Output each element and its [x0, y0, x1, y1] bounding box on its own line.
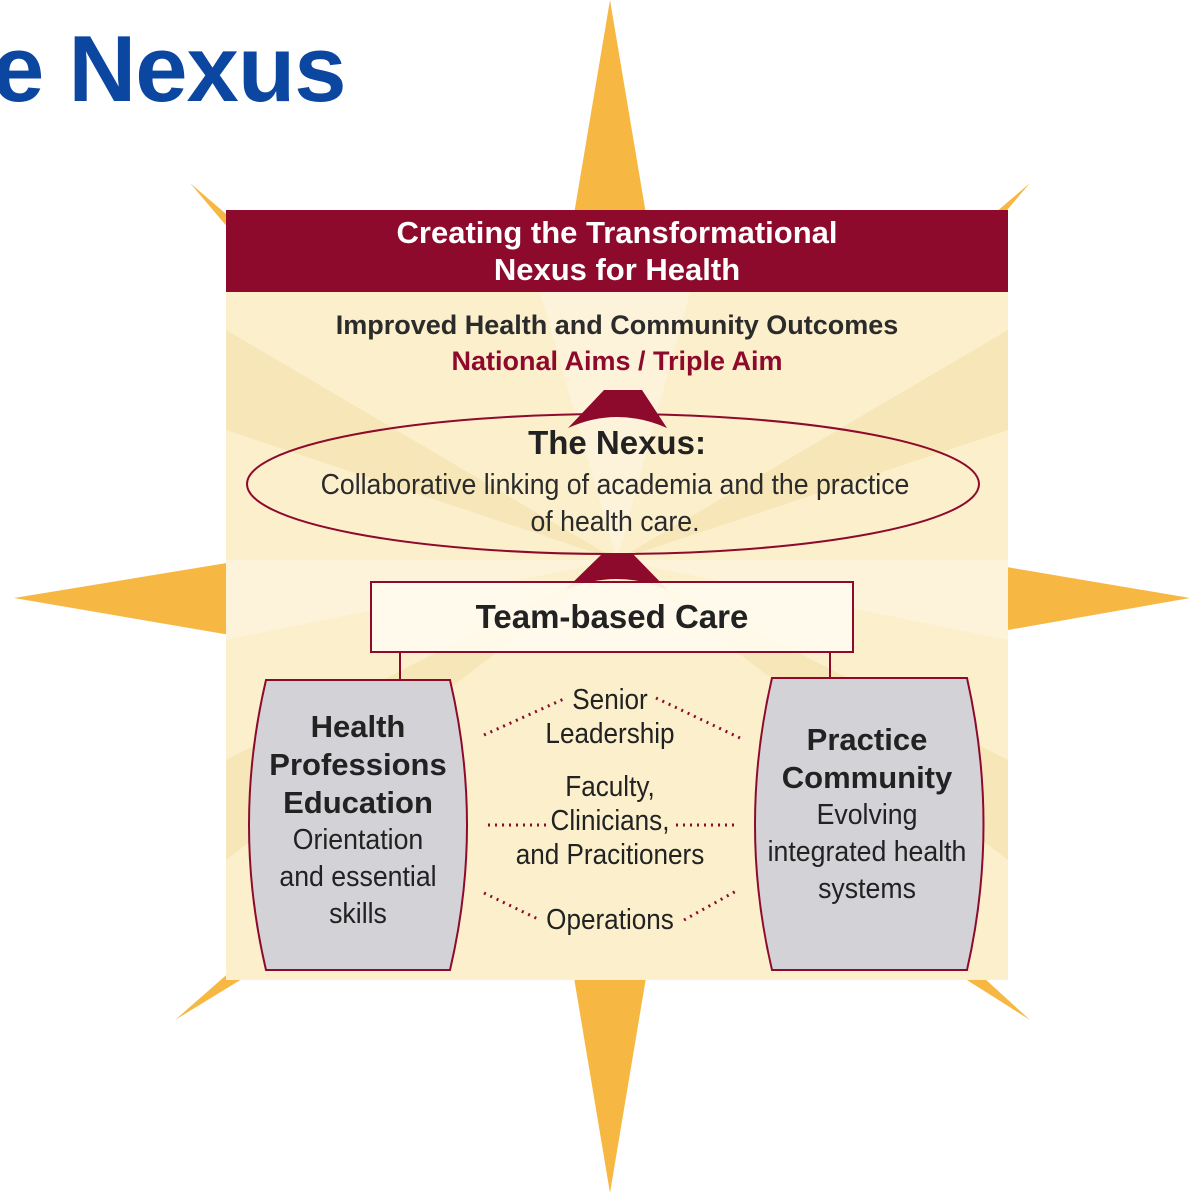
left-pillar-text: Health Professions Education Orientation…	[240, 708, 476, 933]
slide-title: e Nexus	[0, 16, 347, 121]
dotted-links	[483, 696, 741, 922]
right-pillar-text: Practice Community Evolving integrated h…	[744, 721, 990, 908]
right-pillar-title: Community	[781, 760, 953, 795]
nexus-description: Collaborative linking of academia and th…	[316, 467, 914, 541]
right-pillar-desc: Evolving	[816, 799, 918, 831]
nexus-desc-line: Collaborative linking of academia and th…	[320, 469, 910, 501]
link-label-line: Leadership	[545, 718, 675, 750]
left-pillar-title: Education	[283, 785, 433, 820]
outcomes-aims: National Aims / Triple Aim	[451, 346, 783, 376]
right-pillar-title: Practice	[806, 722, 928, 757]
outcomes-heading: Improved Health and Community Outcomes	[335, 310, 899, 340]
link-label-senior-leadership: Senior Leadership	[520, 683, 700, 751]
left-pillar-shape	[248, 679, 468, 971]
link-senior-left	[483, 696, 567, 737]
outcomes-block: Improved Health and Community Outcomes N…	[226, 307, 1008, 379]
arrow-up-icon	[568, 390, 667, 428]
banner-line: Creating the Transformational	[396, 215, 838, 250]
nexus-desc-line: of health care.	[530, 506, 700, 538]
left-pillar-desc: Orientation	[292, 824, 424, 856]
link-senior-right	[655, 696, 741, 740]
right-pillar-desc: integrated health	[767, 836, 967, 868]
nexus-ellipse	[246, 413, 980, 555]
diagram-banner: Creating the Transformational Nexus for …	[226, 210, 1008, 292]
left-pillar-title: Professions	[269, 747, 447, 782]
right-pillar-shape	[754, 677, 985, 971]
left-pillar-desc: skills	[329, 898, 387, 930]
link-label-line: Clinicians,	[550, 805, 670, 837]
link-label-line: and Pracitioners	[515, 839, 705, 871]
link-label-line: Faculty,	[565, 771, 655, 803]
team-based-care-box: Team-based Care	[370, 581, 854, 653]
nexus-heading: The Nexus:	[528, 424, 706, 461]
link-label-line: Senior	[572, 684, 648, 716]
right-pillar-desc: systems	[818, 873, 916, 905]
banner-line: Nexus for Health	[493, 252, 741, 287]
arrow-up-icon	[565, 553, 668, 590]
link-label-faculty: Faculty, Clinicians, and Pracitioners	[502, 770, 718, 872]
left-pillar-desc: and essential	[279, 861, 437, 893]
link-label-operations: Operations	[520, 903, 700, 937]
team-label: Team-based Care	[475, 598, 749, 635]
left-pillar-title: Health	[310, 709, 406, 744]
link-label-line: Operations	[546, 904, 674, 936]
